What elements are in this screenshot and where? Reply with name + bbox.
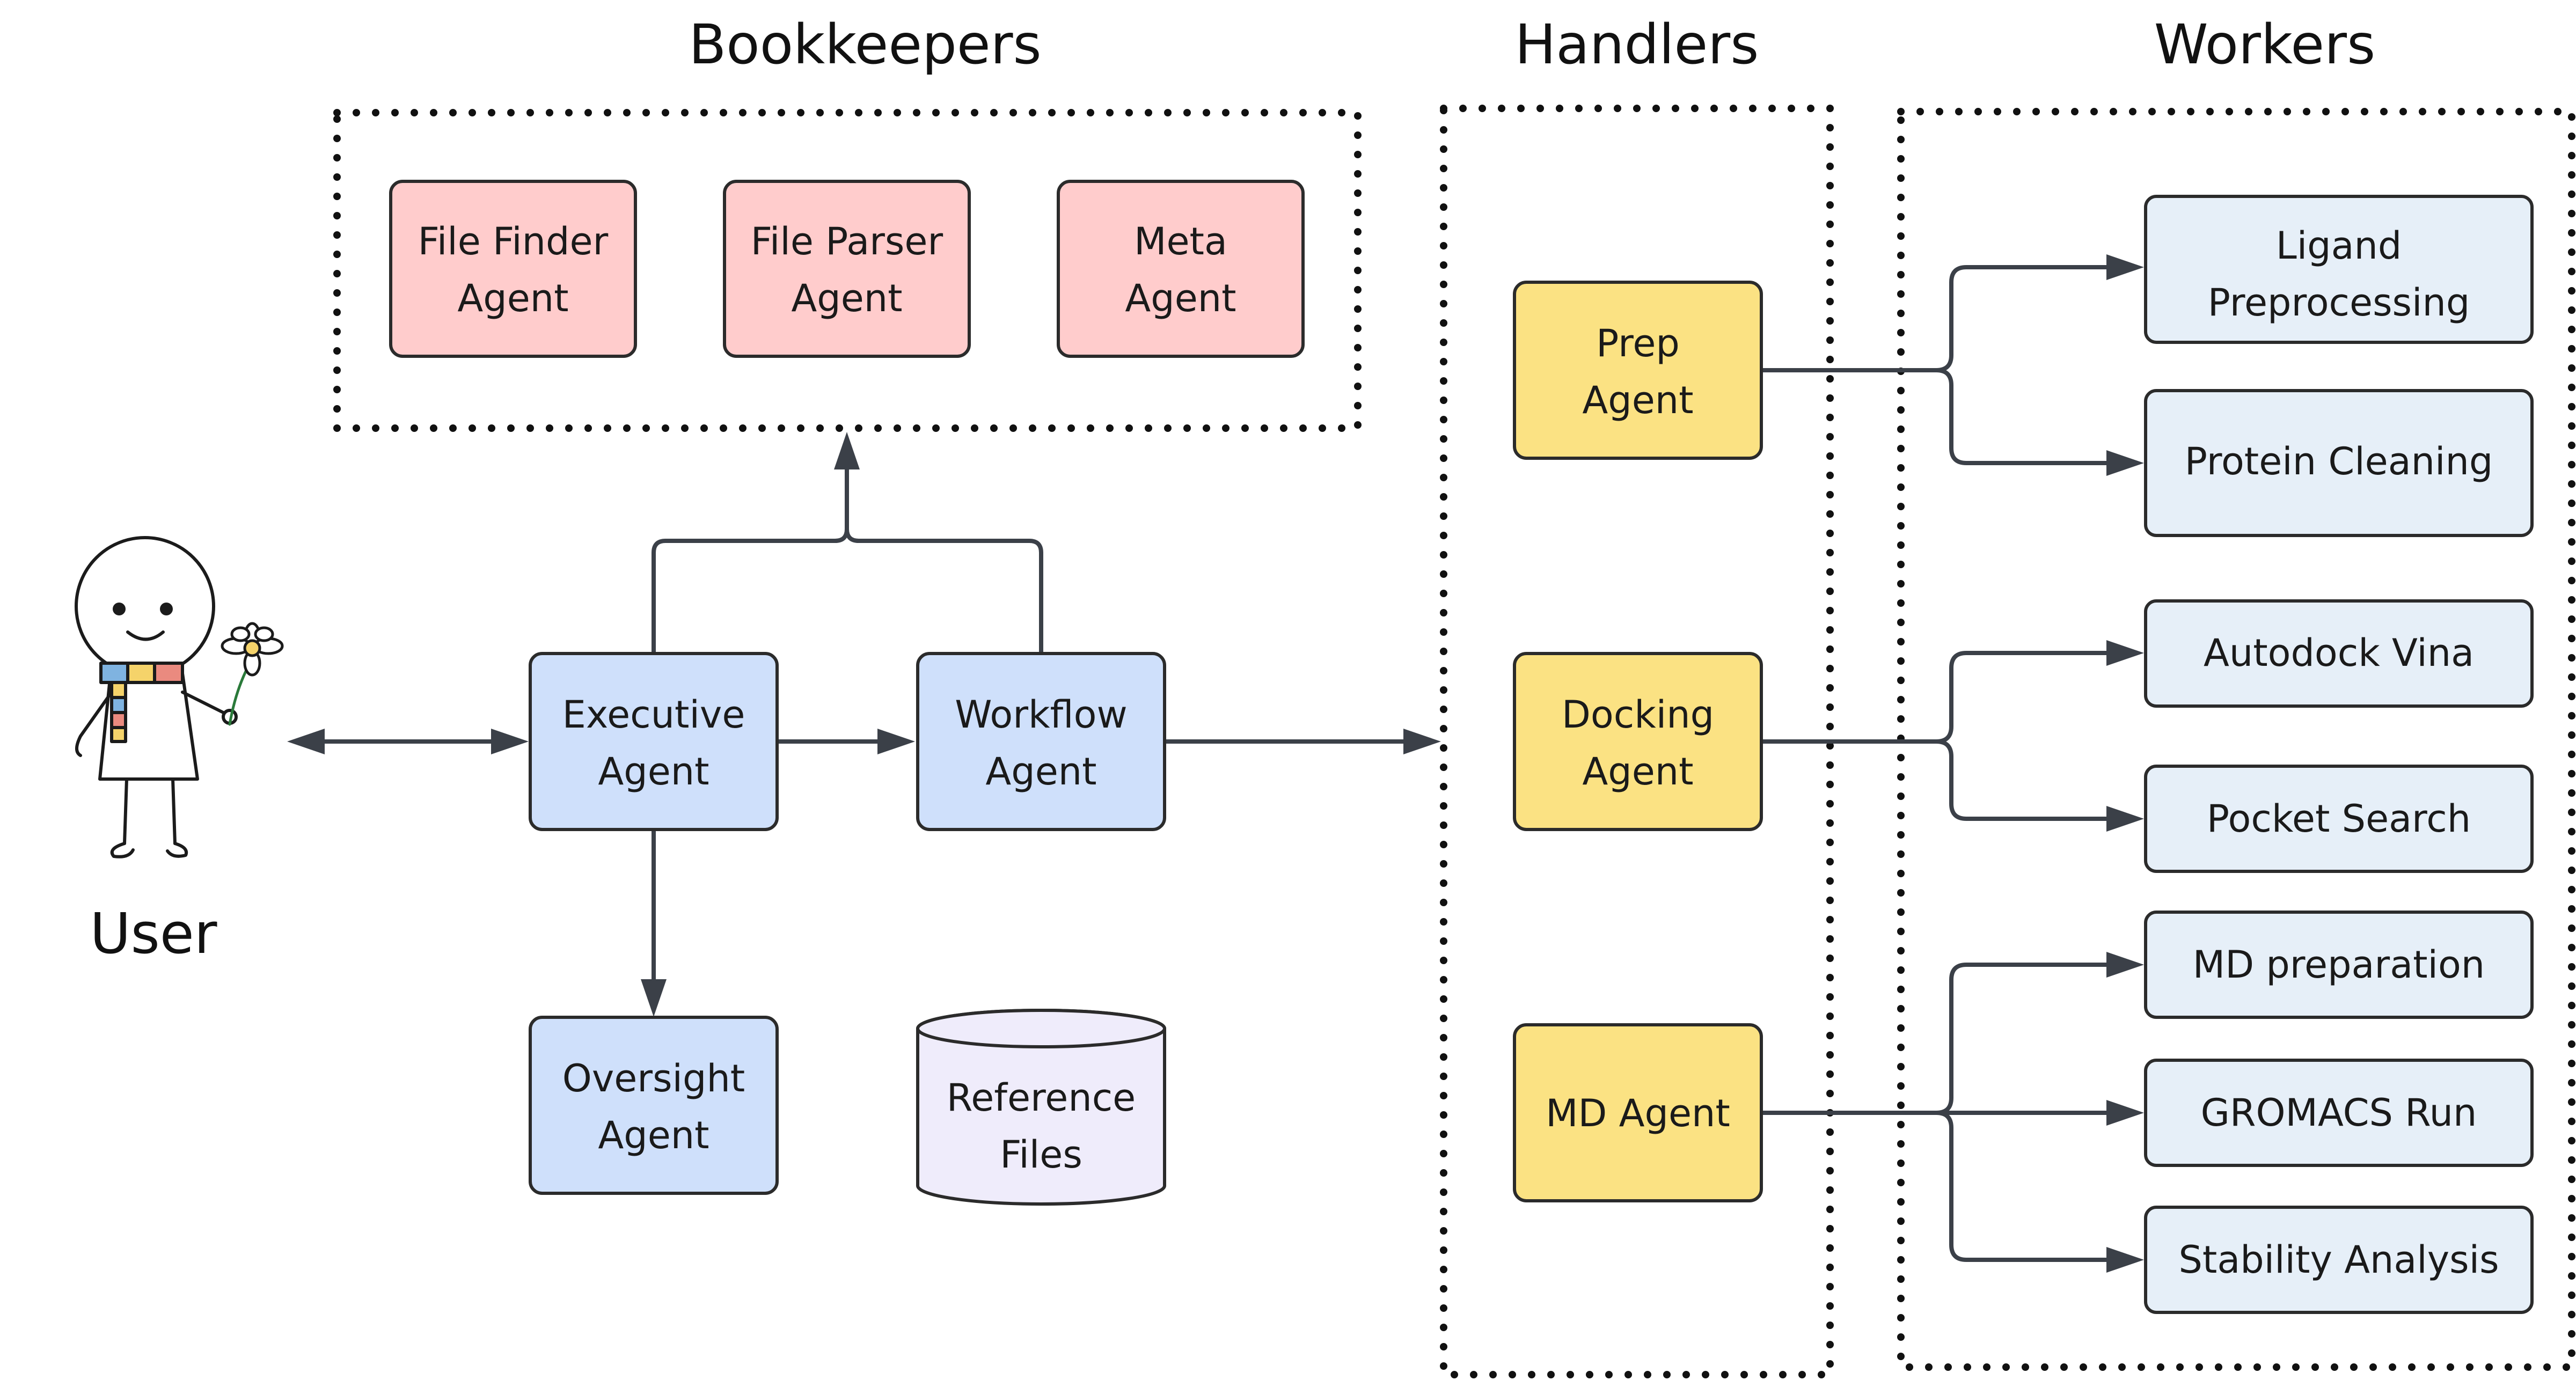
node-label-line2: Files (1000, 1133, 1082, 1177)
handlers-group-border (1440, 105, 1834, 1378)
arrowhead-gromacs-run (2106, 1100, 2144, 1126)
stick-figure-user-icon (75, 536, 238, 858)
node-label-line1: MD Agent (1546, 1091, 1730, 1135)
bookkeeper-node-meta: Meta Agent (1057, 180, 1305, 358)
worker-node-protein-cleaning: Protein Cleaning (2144, 389, 2534, 537)
worker-node-pocket-search: Pocket Search (2144, 765, 2534, 873)
arrowhead-right-executive (491, 729, 529, 754)
node-label-line1: Docking (1562, 693, 1714, 737)
node-label-line2: Agent (457, 276, 568, 320)
node-label-line1: Stability Analysis (2178, 1238, 2499, 1282)
arrowhead-oversight (641, 979, 667, 1017)
user-figure: User (75, 536, 284, 966)
node-label-line2: Agent (791, 276, 902, 320)
node-label-line1: MD preparation (2193, 943, 2485, 987)
cylinder-database-icon (916, 1009, 1166, 1206)
prep-workers-connector (1759, 265, 2117, 465)
node-label-line1: Ligand (2276, 224, 2402, 268)
executive-agent-node: Executive Agent (529, 652, 779, 831)
worker-node-stability-analysis: Stability Analysis (2144, 1206, 2534, 1314)
node-label-line1: Workflow (955, 693, 1127, 737)
reference-files-node: Reference Files (916, 1009, 1166, 1206)
arrowhead-ligand-preprocessing (2106, 254, 2144, 280)
arrowhead-autodock-vina (2106, 640, 2144, 666)
node-label-line2: Agent (1125, 276, 1236, 320)
bookkeepers-group-border (333, 109, 1362, 432)
worker-node-md-preparation: MD preparation (2144, 911, 2534, 1019)
worker-node-ligand-preprocessing: Ligand Preprocessing (2144, 195, 2534, 344)
arrowhead-pocket-search (2106, 806, 2144, 832)
connectors (287, 254, 2144, 1273)
node-label-line2: Agent (1582, 378, 1693, 422)
worker-node-gromacs-run: GROMACS Run (2144, 1059, 2534, 1167)
arrowhead-protein-cleaning (2106, 450, 2144, 476)
arrowhead-md-preparation (2106, 952, 2144, 978)
node-label-line1: GROMACS Run (2201, 1091, 2477, 1135)
node-label-line1: Pocket Search (2207, 797, 2471, 841)
handler-node-docking: Docking Agent (1513, 652, 1763, 831)
arrowhead-stability-analysis (2106, 1247, 2144, 1273)
node-label-line1: Executive (562, 693, 745, 737)
node-label-line1: Meta (1134, 219, 1227, 263)
docking-workers-connector (1759, 651, 2117, 821)
group-title-bookkeepers: Bookkeepers (689, 13, 1041, 77)
group-title-workers: Workers (2154, 13, 2375, 77)
daisy-flower-icon (221, 622, 284, 726)
worker-node-autodock-vina: Autodock Vina (2144, 599, 2534, 708)
node-label-line1: Reference (947, 1076, 1136, 1120)
bookkeeper-node-file-parser: File Parser Agent (723, 180, 971, 358)
group-title-handlers: Handlers (1515, 13, 1759, 77)
node-label-line2: Agent (598, 1113, 709, 1157)
node-label-line2: Preprocessing (2208, 281, 2470, 325)
node-label-line1: File Finder (418, 219, 609, 263)
node-label-line1: Protein Cleaning (2185, 439, 2493, 483)
arrowhead-handlers (1403, 729, 1441, 754)
node-label-line1: File Parser (751, 219, 943, 263)
arrowhead-bookkeepers (834, 432, 860, 469)
core-bookkeepers-connector (652, 459, 1043, 656)
oversight-agent-node: Oversight Agent (529, 1016, 779, 1195)
md-workers-connector (1759, 963, 2117, 1262)
handler-node-prep: Prep Agent (1513, 281, 1763, 460)
node-label-line1: Oversight (562, 1056, 745, 1100)
node-label-line2: Agent (1582, 750, 1693, 794)
node-label-line1: Prep (1596, 321, 1680, 365)
arrowhead-workflow (877, 729, 915, 754)
arrowhead-left-user (287, 729, 325, 754)
user-label: User (90, 901, 217, 966)
handler-node-md: MD Agent (1513, 1023, 1763, 1202)
node-label-line2: Agent (985, 750, 1096, 794)
node-label-line2: Agent (598, 750, 709, 794)
workflow-agent-node: Workflow Agent (916, 652, 1166, 831)
bookkeeper-node-file-finder: File Finder Agent (389, 180, 637, 358)
node-label-line1: Autodock Vina (2204, 631, 2474, 675)
